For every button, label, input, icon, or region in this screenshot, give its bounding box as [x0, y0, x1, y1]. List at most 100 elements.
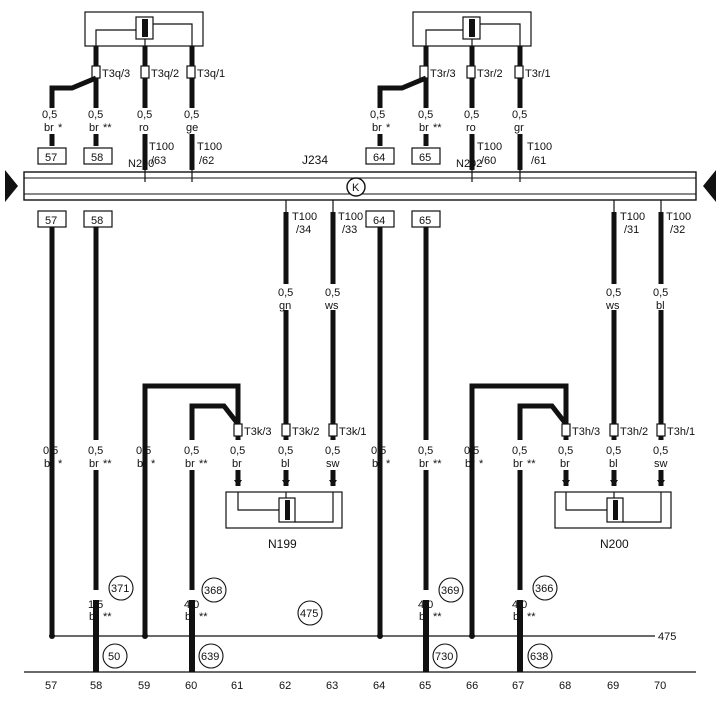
- ref-475: 475: [300, 608, 318, 620]
- wire-label-size: 0,5: [653, 287, 668, 299]
- connector-t3r1: T3r/1: [525, 68, 551, 80]
- svg-text:0,5: 0,5: [184, 445, 199, 457]
- wire-label-size: 0,5: [512, 109, 527, 121]
- svg-text:0,5: 0,5: [43, 445, 58, 457]
- svg-text:0,5: 0,5: [230, 445, 245, 457]
- wire-label-size: 0,5: [464, 109, 479, 121]
- bar-pin-t100-34: T100: [292, 211, 317, 223]
- svg-text:br: br: [419, 458, 429, 470]
- svg-text:br: br: [137, 458, 147, 470]
- svg-text:0,5: 0,5: [371, 445, 386, 457]
- svg-text:**: **: [103, 611, 112, 623]
- wire-label-color: br: [372, 122, 382, 134]
- svg-text:br: br: [44, 458, 54, 470]
- svg-text:br: br: [513, 458, 523, 470]
- svg-text:bl: bl: [281, 458, 290, 470]
- wire-label-color: ro: [466, 122, 476, 134]
- svg-text:br: br: [372, 458, 382, 470]
- ref-638: 638: [530, 651, 548, 663]
- connector-t3q1: T3q/1: [197, 68, 225, 80]
- terminal-64-top: 64: [373, 152, 385, 164]
- svg-text:br: br: [513, 611, 523, 623]
- svg-text:br: br: [89, 611, 99, 623]
- wire-label-size: 0,5: [418, 109, 433, 121]
- ref-730: 730: [435, 651, 453, 663]
- bar-symbol-k: K: [352, 182, 360, 194]
- svg-text:59: 59: [138, 680, 150, 692]
- wire-label-color: ge: [186, 122, 198, 134]
- circled-refs: [102, 575, 558, 669]
- connector-t3h2: T3h/2: [620, 426, 648, 438]
- wire-label-mark: **: [103, 122, 112, 134]
- bar-pin-t100-33-num: /33: [342, 224, 357, 236]
- top-terminal-boxes: [37, 147, 441, 165]
- svg-text:sw: sw: [654, 458, 668, 470]
- connector-t3k2: T3k/2: [292, 426, 320, 438]
- svg-text:br: br: [232, 458, 242, 470]
- svg-text:0,5: 0,5: [512, 445, 527, 457]
- bar-pin-t100-62: T100: [197, 141, 222, 153]
- svg-text:**: **: [433, 611, 442, 623]
- wire-label-mark: **: [433, 122, 442, 134]
- bar-pin-n202: N202: [456, 158, 482, 170]
- svg-text:*: *: [479, 458, 484, 470]
- ref-366: 366: [535, 583, 553, 595]
- svg-text:1,5: 1,5: [88, 599, 103, 611]
- svg-text:br: br: [465, 458, 475, 470]
- svg-text:0,5: 0,5: [558, 445, 573, 457]
- connector-t3q3: T3q/3: [102, 68, 130, 80]
- svg-text:58: 58: [90, 680, 102, 692]
- wire-label-size: 0,5: [325, 287, 340, 299]
- svg-text:0,5: 0,5: [88, 445, 103, 457]
- svg-text:*: *: [58, 458, 63, 470]
- svg-text:br: br: [419, 611, 429, 623]
- wire-label-size: 0,5: [42, 109, 57, 121]
- main-wires: [24, 200, 696, 673]
- connector-t3r3: T3r/3: [430, 68, 456, 80]
- svg-text:4,0: 4,0: [418, 599, 433, 611]
- svg-text:63: 63: [326, 680, 338, 692]
- wire-label-color: ws: [605, 300, 620, 312]
- ref-371: 371: [111, 583, 129, 595]
- top-right-component: [412, 11, 532, 47]
- svg-text:70: 70: [654, 680, 666, 692]
- svg-text:0,5: 0,5: [418, 445, 433, 457]
- ref-369: 369: [441, 585, 459, 597]
- svg-text:60: 60: [185, 680, 197, 692]
- wire-label-size: 0,5: [137, 109, 152, 121]
- svg-text:**: **: [433, 458, 442, 470]
- bar-pin-n200: N200: [128, 158, 154, 170]
- svg-text:br: br: [185, 458, 195, 470]
- svg-text:4,0: 4,0: [512, 599, 527, 611]
- svg-text:57: 57: [45, 680, 57, 692]
- svg-text:68: 68: [559, 680, 571, 692]
- svg-text:69: 69: [607, 680, 619, 692]
- component-n199: [225, 480, 343, 529]
- connector-t3q2: T3q/2: [151, 68, 179, 80]
- bar-pin-t100-60-num: /60: [481, 155, 496, 167]
- svg-text:66: 66: [466, 680, 478, 692]
- lower-wire-labels: 0,5 br * 0,5 br ** 0,5 br * 0,5 br ** 0,…: [43, 445, 668, 470]
- ref-639: 639: [201, 651, 219, 663]
- component-label-n199: N199: [268, 537, 297, 551]
- wire-label-color: ws: [324, 300, 339, 312]
- svg-text:**: **: [527, 458, 536, 470]
- svg-text:**: **: [199, 458, 208, 470]
- terminal-57-top: 57: [45, 152, 57, 164]
- wire-label-size: 0,5: [184, 109, 199, 121]
- wire-label-color: gn: [279, 300, 291, 312]
- svg-text:br: br: [560, 458, 570, 470]
- terminal-65-top: 65: [419, 152, 431, 164]
- svg-text:0,5: 0,5: [278, 445, 293, 457]
- wire-label-color: br: [44, 122, 54, 134]
- svg-text:64: 64: [373, 680, 385, 692]
- control-unit-bar: [5, 170, 716, 202]
- ref-50: 50: [108, 651, 120, 663]
- ref-368: 368: [204, 585, 222, 597]
- svg-text:*: *: [386, 458, 391, 470]
- wire-label-mark: *: [58, 122, 63, 134]
- svg-text:65: 65: [419, 680, 431, 692]
- top-wires: [49, 46, 523, 170]
- bar-pin-t100-31-num: /31: [624, 224, 639, 236]
